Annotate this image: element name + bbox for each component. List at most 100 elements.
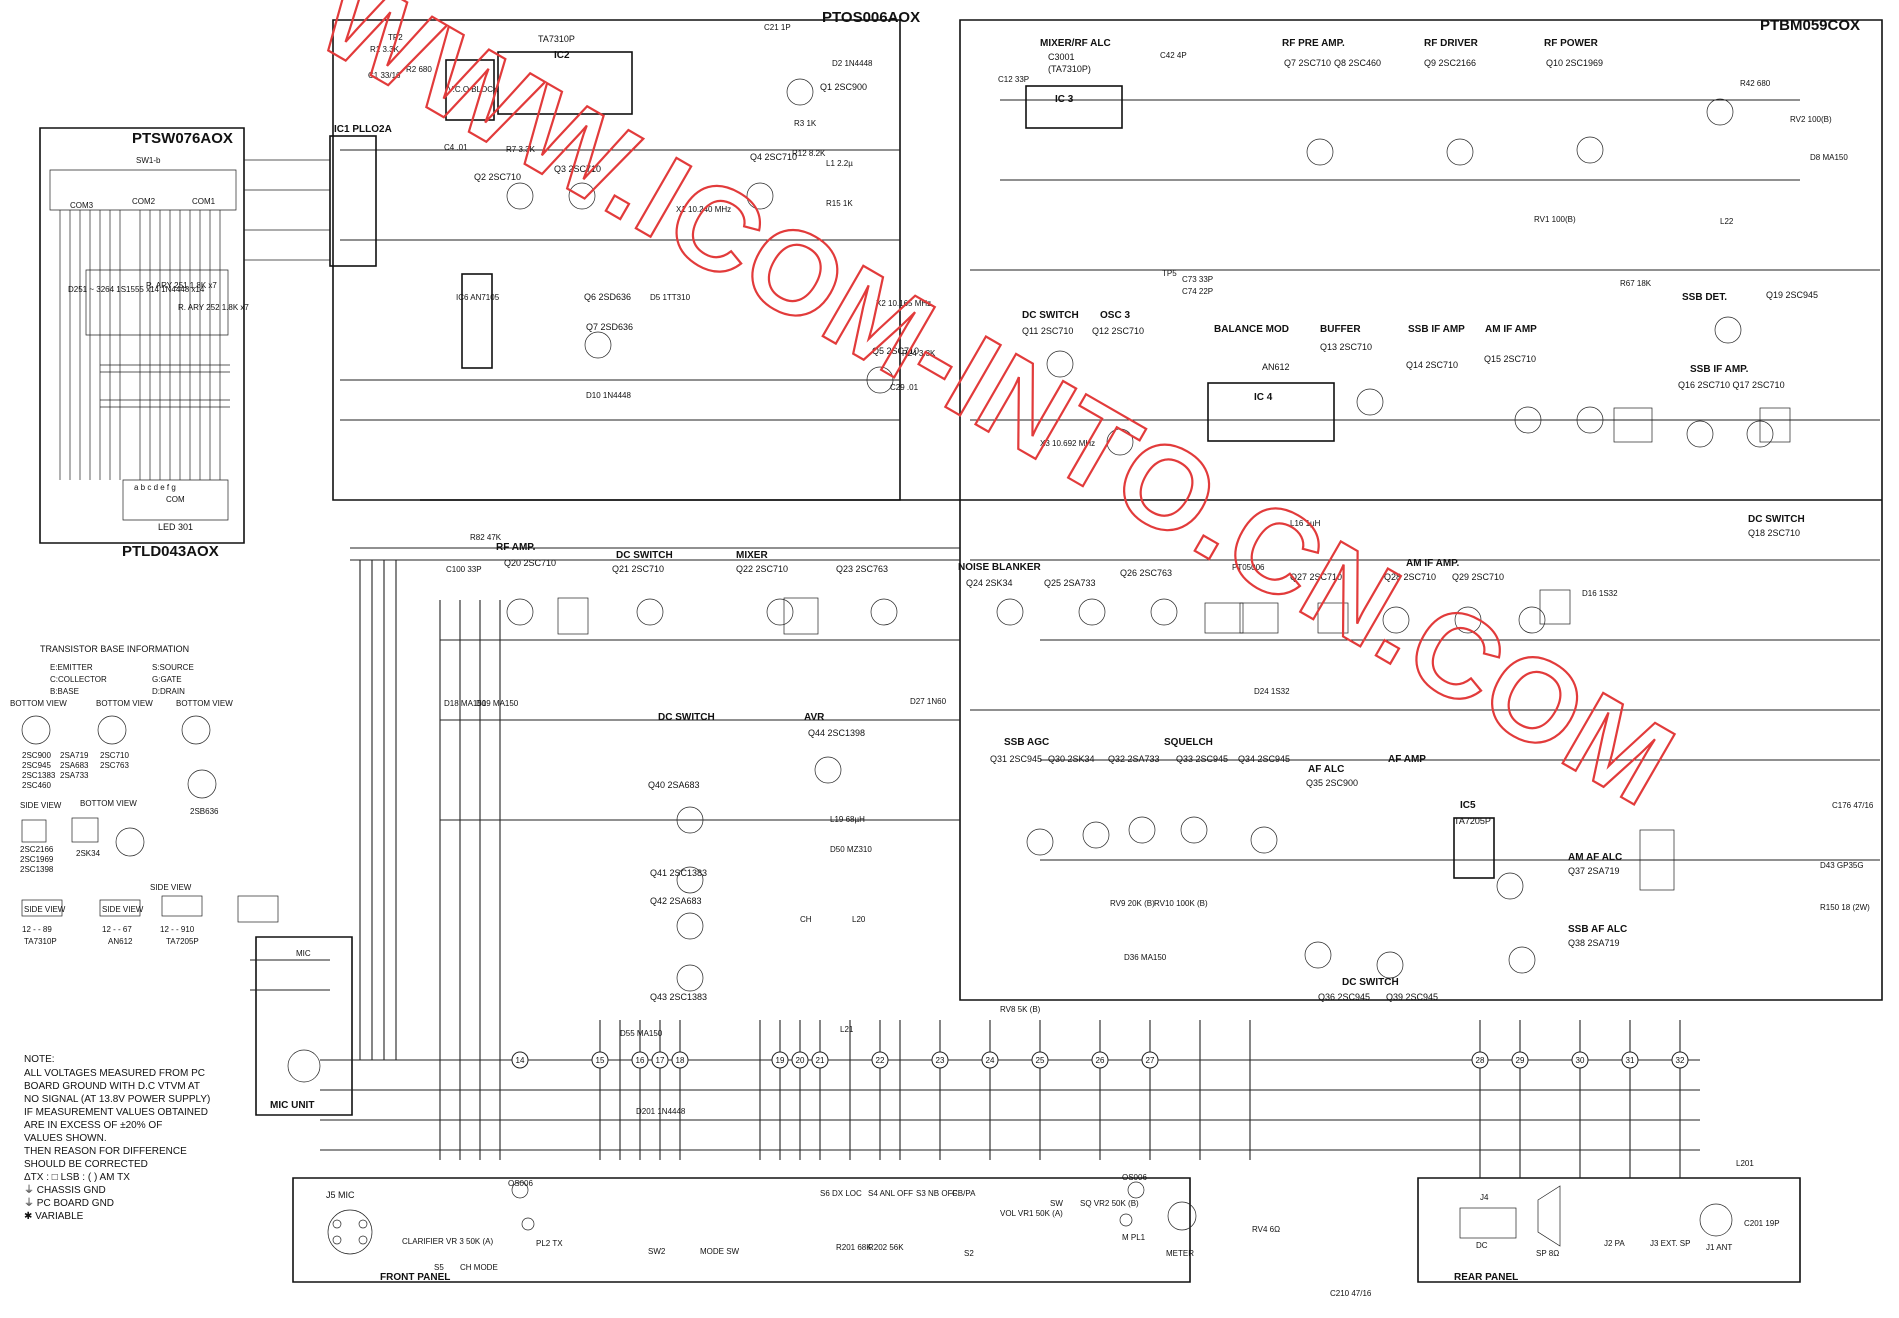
tbi-g1-3: 2SC460: [22, 781, 51, 790]
tp5-label: TP5: [1162, 269, 1177, 278]
ic4-label: IC 4: [1254, 392, 1273, 403]
tbi-ic-a-pins: 12 - - 89: [22, 925, 52, 934]
rp-dc: DC: [1476, 1241, 1488, 1250]
q7-rf-label: Q7 2SC710: [1284, 58, 1331, 68]
c4-label: C4 .01: [444, 143, 468, 152]
r67-label: R67 18K: [1620, 279, 1652, 288]
tbi-title: TRANSISTOR BASE INFORMATION: [40, 644, 189, 654]
x2-label: X2 10.165 MHz: [876, 299, 931, 308]
stage-mixer: MIXER: [736, 550, 768, 561]
board-ptsw076-label: PTSW076AOX: [132, 130, 233, 147]
vco-block-label: V.C.O BLOCK: [448, 85, 499, 94]
c29-label: C29 .01: [890, 383, 919, 392]
q13-label: Q13 2SC710: [1320, 342, 1372, 352]
l201-label: L201: [1736, 1159, 1754, 1168]
stage-buffer: BUFFER: [1320, 324, 1361, 335]
stage-labels: MIXER/RF ALC RF PRE AMP. RF DRIVER RF PO…: [496, 38, 1805, 988]
rary1-label: R. ARY 251 1.8K x7: [146, 281, 217, 290]
connector-number: 31: [1626, 1056, 1635, 1065]
connector-node: [931, 1051, 949, 1069]
fp-title: FRONT PANEL: [380, 1272, 450, 1283]
fp-os006a: OS006: [508, 1179, 533, 1188]
connector-node: [871, 1051, 889, 1069]
connector-number: 24: [986, 1056, 995, 1065]
q21-label: Q21 2SC710: [612, 564, 664, 574]
fp-s6: S6 DX LOC: [820, 1189, 862, 1198]
stage-am-if-amp-top: AM IF AMP: [1485, 324, 1537, 335]
fp-s3: S3 NB OFF: [916, 1189, 957, 1198]
r12-label: R12 8.2K: [792, 149, 826, 158]
q33-label: Q33 2SC945: [1176, 754, 1228, 764]
d201-label: D201 1N4448: [636, 1107, 686, 1116]
connector-node: [1141, 1051, 1159, 1069]
d10-label: D10 1N4448: [586, 391, 631, 400]
q22-label: Q22 2SC710: [736, 564, 788, 574]
notes-line-11: ✱ VARIABLE: [24, 1211, 84, 1222]
q15-label: Q15 2SC710: [1484, 354, 1536, 364]
connector-number: 29: [1516, 1056, 1525, 1065]
board-ptos006-label: PTOS006AOX: [822, 9, 920, 26]
r7-label: R7 3.3K: [506, 145, 536, 154]
q7-label: Q7 2SD636: [586, 322, 633, 332]
c73-label: C73 33P: [1182, 275, 1213, 284]
tbi-g4: 2SB636: [190, 807, 219, 816]
q30-label: Q30 2SK34: [1048, 754, 1095, 764]
notes-block: NOTE: ALL VOLTAGES MEASURED FROM PC BOAR…: [24, 1054, 210, 1222]
rear-panel: J4 DC SP 8Ω J2 PA J3 EXT. SP J1 ANT REAR…: [1454, 1193, 1732, 1283]
q36-label: Q36 2SC945: [1318, 992, 1370, 1002]
c1-label: C1 33/16: [368, 71, 401, 80]
notes-title: NOTE:: [24, 1054, 55, 1065]
tbi-side-view-3: SIDE VIEW: [102, 905, 144, 914]
stage-ssb-if-amp2: SSB IF AMP.: [1690, 364, 1749, 375]
l22-label: L22: [1720, 217, 1734, 226]
x3-label: X3 10.692 MHz: [1040, 439, 1095, 448]
stage-af-amp: AF AMP: [1388, 754, 1426, 765]
stage-rf-driver: RF DRIVER: [1424, 38, 1479, 49]
stage-ssb-det: SSB DET.: [1682, 292, 1727, 303]
connector-number: 14: [516, 1056, 525, 1065]
fp-r201: R201 68K: [836, 1243, 872, 1252]
tbi-g3-0: 2SC710: [100, 751, 129, 760]
stage-balance-mod: BALANCE MOD: [1214, 324, 1289, 335]
c201-label: C201 19P: [1744, 1219, 1780, 1228]
front-panel: J5 MIC CLARIFIER VR 3 50K (A) S5 CH MODE…: [326, 1173, 1280, 1283]
notes-line-1: BOARD GROUND WITH D.C VTVM AT: [24, 1081, 200, 1092]
fp-meter: METER: [1166, 1249, 1194, 1258]
stage-dc-switch-q40: DC SWITCH: [658, 712, 715, 723]
fp-pl2: PL2 TX: [536, 1239, 563, 1248]
q27-label: Q27 2SC710: [1290, 572, 1342, 582]
connector-number: 20: [796, 1056, 805, 1065]
q3-label: Q3 2SC710: [554, 164, 601, 174]
fp-r202: R202 56K: [868, 1243, 904, 1252]
notes-line-3: IF MEASUREMENT VALUES OBTAINED: [24, 1107, 208, 1118]
fp-s2: S2: [964, 1249, 974, 1258]
c12-label: C12 33P: [998, 75, 1029, 84]
stage-noise-blanker: NOISE BLANKER: [958, 562, 1042, 573]
tp2-label: TP2: [388, 33, 403, 42]
tbi-g2-1: 2SA683: [60, 761, 89, 770]
q38-label: Q38 2SA719: [1568, 938, 1620, 948]
q23-label: Q23 2SC763: [836, 564, 888, 574]
connector-number: 19: [776, 1056, 785, 1065]
r2-label: R2 680: [406, 65, 432, 74]
l19-label: L19 68µH: [830, 815, 865, 824]
connector-node: [1031, 1051, 1049, 1069]
tbi-emitter: E:EMITTER: [50, 663, 93, 672]
connector-node: [811, 1051, 829, 1069]
connector-node: [1091, 1051, 1109, 1069]
d50-label: D50 MZ310: [830, 845, 872, 854]
q9-label: Q9 2SC2166: [1424, 58, 1476, 68]
tbi-base: B:BASE: [50, 687, 79, 696]
d5-label: D5 1TT310: [650, 293, 691, 302]
rv8-label: RV8 5K (B): [1000, 1005, 1041, 1014]
ic1-label: IC1 PLLO2A: [334, 124, 392, 135]
q32-label: Q32 2SA733: [1108, 754, 1160, 764]
l21-label: L21: [840, 1025, 854, 1034]
rv2-label: RV2 100(B): [1790, 115, 1832, 124]
rary2-label: R. ARY 252 1.8K x7: [178, 303, 249, 312]
rp-j2: J2 PA: [1604, 1239, 1625, 1248]
tbi-ic-c-pins: 12 - - 910: [160, 925, 195, 934]
fp-s5: S5: [434, 1263, 444, 1272]
q20-label: Q20 2SC710: [504, 558, 556, 568]
